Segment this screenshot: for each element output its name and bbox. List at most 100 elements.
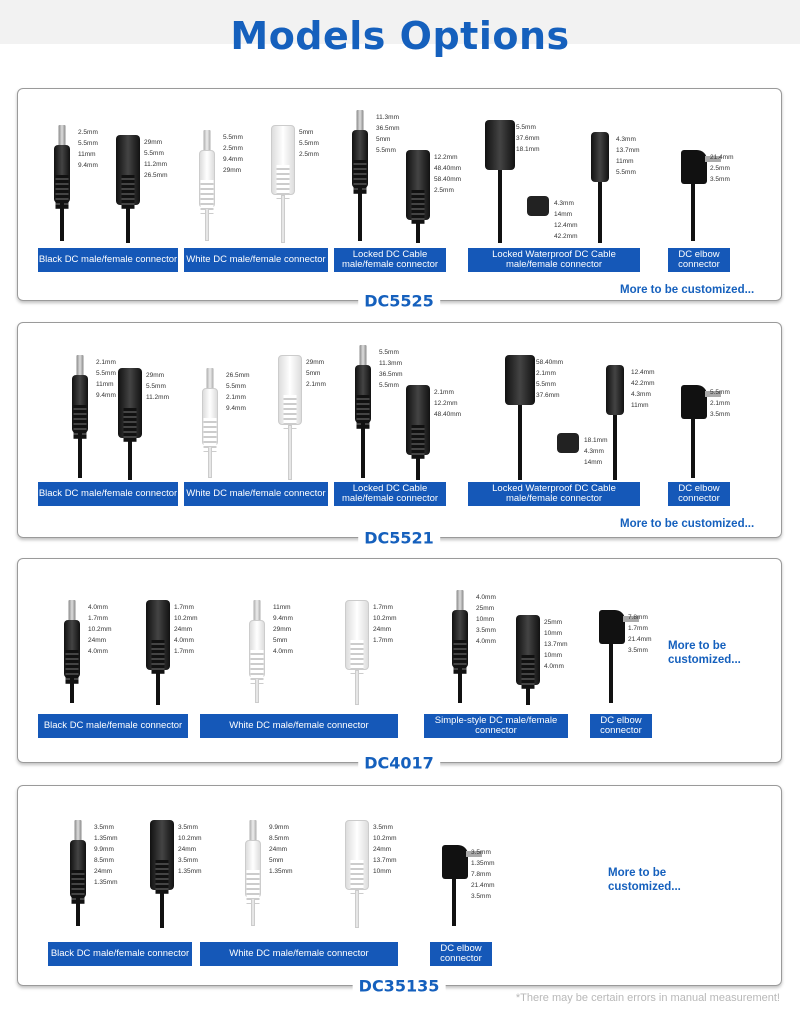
dimension-label: 13.7mm [544,641,568,648]
dimension-label: 29mm [306,359,325,366]
dimension-label: 2.1mm [226,394,246,401]
dimension-label: 4.0mm [88,604,108,611]
model-code: DC4017 [358,753,440,773]
connector-pin [705,391,721,397]
elbow-connector-image [681,150,721,241]
female-connector-image [343,600,371,705]
elbow-connector-image [442,845,482,926]
dimension-label: 5.5mm [710,389,730,396]
model-code: DC5521 [358,528,440,548]
dimension-label: 21.4mm [628,636,652,643]
dimension-label: 13.7mm [373,857,397,864]
connector-type-label: Black DC male/female connector [48,942,192,966]
connector-type-label: Locked DC Cable male/female connector [334,248,446,272]
connector-type-label: Black DC male/female connector [38,714,188,738]
dimension-label: 10mm [544,652,563,659]
connector-body [606,365,624,415]
dimension-label: 9.4mm [273,615,293,622]
dimension-label: 11.3mm [376,114,399,121]
dimension-label: 5.5mm [516,124,536,131]
dimension-label: 5mm [273,637,288,644]
dimension-label: 5.5mm [223,134,243,141]
cable [156,670,160,705]
dimension-label: 12.2mm [434,154,458,161]
connector-pin [623,616,639,622]
connector-pin [359,345,367,367]
connector-grip [411,425,425,459]
cable [598,182,602,243]
connector-pin [356,110,364,132]
connector-grip [71,870,85,904]
cable [70,678,74,703]
connector-grip [73,405,87,439]
cable [255,678,259,703]
waterproof-connector-image [601,365,629,480]
connector-grip [203,418,217,452]
dimension-label: 5.5mm [379,382,399,389]
dimension-label: 4.3mm [631,391,651,398]
cable [518,405,522,480]
dimension-label: 36.5mm [379,371,403,378]
dimension-label: 58.40mm [434,176,462,183]
connector-grip [155,860,169,894]
cable [208,446,212,478]
model-code: DC35135 [352,976,446,996]
dimension-label: 4.0mm [174,637,194,644]
connector-type-label: DC elbow connector [668,248,730,272]
dimension-label: 12.2mm [434,400,458,407]
connector-pin [74,820,82,842]
dimension-label: 2.5mm [434,187,454,194]
dimension-label: 14mm [584,459,603,466]
connector-grip [350,860,364,894]
dimension-label: 18.1mm [584,437,608,444]
connector-grip [65,650,79,684]
male-connector-image [68,355,92,478]
dimension-label: 3.5mm [178,824,198,831]
dimension-label: 4.0mm [476,594,496,601]
dimension-label: 29mm [144,139,163,146]
cable [355,670,359,705]
locked-male-connector-image [351,345,375,478]
dimension-label: 3.5mm [710,176,730,183]
dimension-label: 2.5mm [299,151,319,158]
male-connector-image [245,600,269,703]
female-connector-image [144,600,172,705]
connector-type-label: Black DC male/female connector [38,482,178,506]
dimension-label: 7.8mm [628,614,648,621]
dimension-label: 5.5mm [226,383,246,390]
female-connector-image [404,150,432,243]
dimension-label: 11.3mm [379,360,402,367]
cable [361,423,365,478]
cable [458,668,462,703]
dimension-label: 5mm [376,136,391,143]
cable [526,685,530,705]
dimension-label: 5.5mm [146,383,166,390]
waterproof-cap-image [557,433,579,453]
connector-grip [283,395,297,429]
waterproof-cap-image [527,196,549,216]
connector-type-label: Black DC male/female connector [38,248,178,272]
dimension-label: 24mm [94,868,113,875]
dimension-label: 12.4mm [631,369,655,376]
dimension-label: 10.2mm [373,835,397,842]
dimension-label: 9.9mm [269,824,289,831]
dimension-label: 4.0mm [88,648,108,655]
dimension-label: 25mm [544,619,563,626]
dimension-label: 1.35mm [178,868,202,875]
dimension-label: 2.1mm [536,370,556,377]
dimension-label: 5.5mm [299,140,319,147]
waterproof-connector-image [485,120,515,243]
connector-grip [276,165,290,199]
dimension-label: 42.2mm [631,380,655,387]
dimension-label: 1.7mm [174,604,194,611]
dimension-label: 1.35mm [94,835,118,842]
cable [691,182,695,241]
female-connector-image [269,125,297,243]
more-customized-text: More to be customized... [620,518,755,530]
waterproof-connector-image [505,355,535,480]
cable [160,890,164,928]
connector-pin [466,851,482,857]
male-connector-image [195,130,219,241]
male-connector-image [241,820,265,926]
cable [358,188,362,241]
